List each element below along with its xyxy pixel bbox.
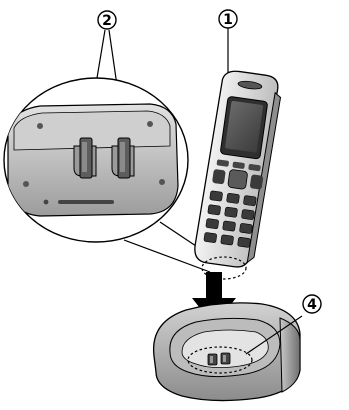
callout-4-label: 4 (307, 297, 317, 313)
zoom-mic-slot (58, 200, 114, 204)
zoom-screw-1 (37, 123, 43, 129)
callout-1: 1 (219, 10, 237, 78)
charger-base (154, 303, 300, 401)
zoom-screw-4 (159, 179, 165, 185)
display-screen (225, 101, 263, 153)
callout-2-label: 2 (102, 13, 112, 29)
nav-key (228, 169, 248, 189)
talk-key (212, 169, 226, 185)
zoom-screw-3 (23, 181, 29, 187)
zoom-detail (4, 78, 214, 272)
zoom-mic-dot (44, 200, 49, 205)
zoom-screw-2 (147, 121, 153, 127)
off-key (250, 174, 264, 190)
handset (193, 69, 283, 270)
callout-1-label: 1 (223, 12, 233, 28)
